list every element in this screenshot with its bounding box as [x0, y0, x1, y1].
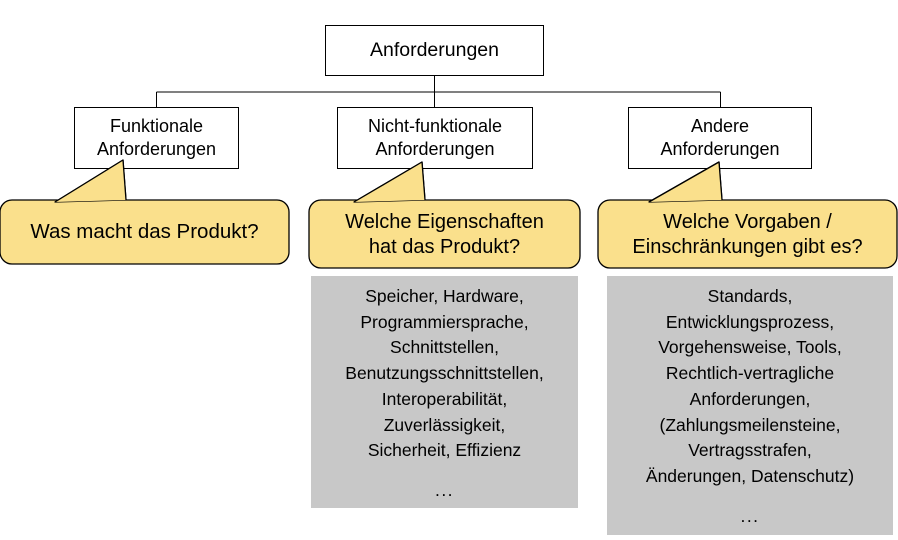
node-nicht-funktionale-line1: Nicht-funktionale [367, 115, 503, 136]
details-line: Standards, [707, 286, 793, 306]
callout-andere[interactable]: Welche Vorgaben / Einschränkungen gibt e… [597, 161, 898, 270]
callout-andere-shape [597, 161, 898, 269]
callout-andere-text: Welche Vorgaben / Einschränkungen gibt e… [601, 200, 894, 270]
details-line: Entwicklungsprozess, [665, 311, 835, 332]
callout-funktionale-text: Was macht das Produkt? [3, 200, 286, 264]
details-line: Benutzungsschnittstellen, [345, 363, 544, 384]
callout-andere-line1: Welche Vorgaben / [663, 210, 832, 233]
details-line: Sicherheit, Effizienz [367, 440, 522, 461]
node-funktionale-anforderungen[interactable]: Funktionale Anforderungen [74, 107, 239, 169]
callout-nicht-funktionale-text: Welche Eigenschaften hat das Produkt? [312, 200, 577, 270]
node-andere-line2: Anforderungen [660, 139, 780, 159]
callout-andere-line2: Einschränkungen gibt es? [632, 236, 863, 258]
details-ellipsis: ... [434, 480, 455, 501]
node-anforderungen[interactable]: Anforderungen [325, 25, 544, 76]
details-panel-nicht-funktionale: Speicher, Hardware, Programmiersprache, … [311, 276, 578, 508]
details-line: Vorgehensweise, Tools, [658, 337, 842, 358]
details-ellipsis: ... [740, 505, 760, 526]
callout-funktionale-line1: Was macht das Produkt? [30, 220, 259, 244]
details-line: Programmiersprache, [360, 311, 529, 332]
node-funktionale-line2: Anforderungen [96, 139, 217, 159]
details-line: Änderungen, Datenschutz) [645, 466, 855, 487]
details-line: (Zahlungsmeilensteine, [659, 414, 841, 435]
callout-nicht-funktionale-shape [308, 161, 581, 269]
details-line: Interoperabilität, [381, 388, 508, 409]
details-line: Rechtlich-vertragliche [665, 363, 835, 384]
details-line: Anforderungen, [689, 388, 811, 409]
callout-nicht-funktionale-line1: Welche Eigenschaften [345, 210, 544, 233]
callout-nicht-funktionale[interactable]: Welche Eigenschaften hat das Produkt? [308, 161, 581, 270]
node-andere-anforderungen[interactable]: Andere Anforderungen [628, 107, 812, 169]
details-line: Vertragsstrafen, [688, 440, 812, 461]
details-line: Schnittstellen, [390, 337, 499, 358]
callout-nicht-funktionale-line2: hat das Produkt? [368, 236, 521, 258]
callout-funktionale[interactable]: Was macht das Produkt? [0, 159, 290, 266]
node-anforderungen-label: Anforderungen [369, 39, 500, 62]
details-line: Zuverlässigkeit, [383, 414, 506, 435]
node-funktionale-line1: Funktionale [109, 115, 204, 136]
callout-funktionale-shape [0, 159, 290, 265]
details-panel-andere: Standards, Entwicklungsprozess, Vorgehen… [607, 276, 893, 535]
node-nicht-funktionale-line2: Anforderungen [375, 139, 495, 159]
details-line: Speicher, Hardware, [365, 286, 524, 306]
node-andere-line1: Andere [690, 115, 750, 136]
node-nicht-funktionale-anforderungen[interactable]: Nicht-funktionale Anforderungen [337, 107, 533, 169]
